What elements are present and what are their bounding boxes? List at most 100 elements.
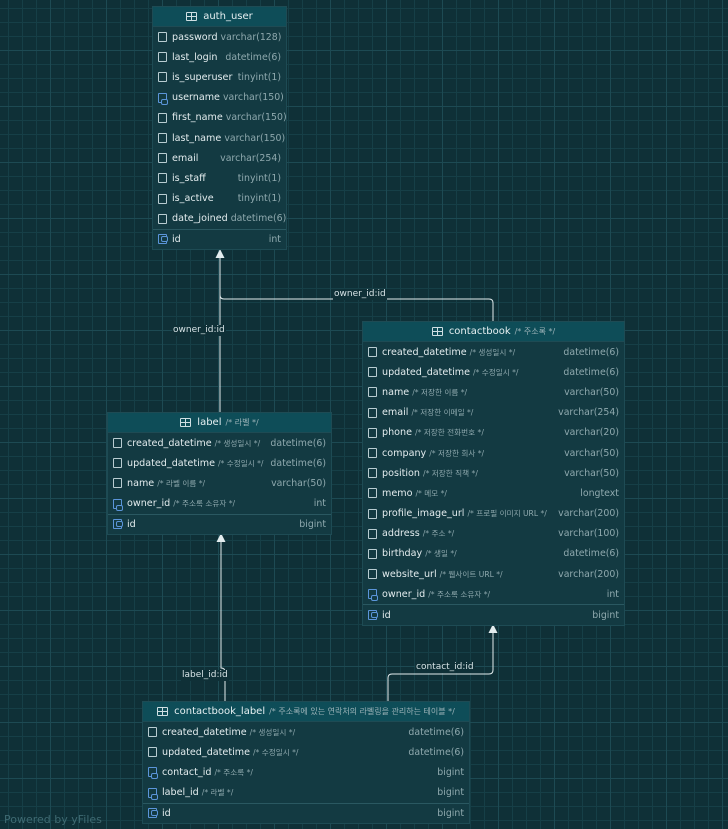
- column-row[interactable]: company/* 저장한 회사 */varchar(50): [363, 443, 624, 463]
- column-comment: /* 수정일시 */: [473, 367, 519, 377]
- column-name: label_id: [162, 787, 199, 799]
- column-name: date_joined: [172, 213, 228, 225]
- column-name: birthday: [382, 548, 423, 560]
- column-row[interactable]: updated_datetime/* 수정일시 */datetime(6): [363, 362, 624, 382]
- column-row[interactable]: created_datetime/* 생성일시 */datetime(6): [363, 342, 624, 362]
- table-name: auth_user: [203, 11, 253, 22]
- column-type: varchar(150): [222, 92, 284, 104]
- column-name: id: [172, 233, 181, 245]
- column-icon: [158, 133, 167, 144]
- column-row[interactable]: updated_datetime/* 수정일시 */datetime(6): [143, 742, 469, 762]
- column-type: datetime(6): [563, 548, 619, 560]
- table-icon: [431, 327, 443, 336]
- arrowhead: [216, 533, 226, 542]
- column-type: bigint: [299, 518, 326, 530]
- column-type: int: [268, 233, 281, 245]
- column-row[interactable]: profile_image_url/* 프로필 이미지 URL */varcha…: [363, 504, 624, 524]
- column-row[interactable]: position/* 저장한 직책 */varchar(50): [363, 463, 624, 483]
- column-comment: /* 생성일시 */: [469, 347, 516, 357]
- column-icon: [158, 173, 167, 184]
- column-row[interactable]: created_datetime/* 생성일시 */datetime(6): [108, 433, 331, 453]
- table-icon: [186, 12, 198, 21]
- column-row[interactable]: phone/* 저장한 전화번호 */varchar(20): [363, 423, 624, 443]
- column-row[interactable]: email/* 저장한 이메일 */varchar(254): [363, 403, 624, 423]
- column-row[interactable]: owner_id/* 주소록 소유자 */int: [108, 494, 331, 514]
- table-contactbook-label[interactable]: contactbook_label/* 주소록에 있는 연락처의 라벨링을 관리…: [142, 701, 470, 824]
- column-comment: /* 저장한 전화번호 */: [415, 428, 484, 438]
- column-type: datetime(6): [230, 213, 287, 225]
- foreign-key-icon: [368, 589, 378, 602]
- table-header[interactable]: contactbook_label/* 주소록에 있는 연락처의 라벨링을 관리…: [143, 702, 469, 722]
- column-type: longtext: [580, 487, 619, 499]
- column-icon: [158, 112, 167, 123]
- column-type: varchar(50): [271, 477, 326, 489]
- column-type: datetime(6): [225, 51, 281, 63]
- column-row[interactable]: label_id/* 라벨 */bigint: [143, 783, 469, 803]
- column-row[interactable]: memo/* 메모 */longtext: [363, 483, 624, 503]
- column-row[interactable]: contact_id/* 주소록 */bigint: [143, 762, 469, 782]
- column-type: bigint: [437, 766, 464, 778]
- column-name: website_url: [382, 568, 437, 580]
- column-name: updated_datetime: [127, 457, 215, 469]
- column-type: bigint: [437, 807, 464, 819]
- column-row[interactable]: name/* 라벨 이름 */varchar(50): [108, 473, 331, 493]
- column-icon: [368, 468, 377, 479]
- column-icon: [368, 448, 377, 459]
- column-name: name: [382, 386, 410, 398]
- table-comment: /* 주소록 */: [514, 327, 556, 336]
- column-name: phone: [382, 427, 413, 439]
- column-comment: /* 저장한 직책 */: [423, 468, 478, 478]
- column-icon: [368, 528, 377, 539]
- column-name: created_datetime: [382, 346, 467, 358]
- column-name: is_staff: [172, 172, 206, 184]
- table-header[interactable]: label/* 라벨 */: [108, 413, 331, 433]
- edge-label-cl-contact: contact_id:id: [415, 662, 475, 673]
- column-name: id: [382, 609, 391, 621]
- column-row[interactable]: website_url/* 웹사이트 URL */varchar(200): [363, 564, 624, 584]
- table-label[interactable]: label/* 라벨 */created_datetime/* 생성일시 */d…: [107, 412, 332, 535]
- column-row[interactable]: updated_datetime/* 수정일시 */datetime(6): [108, 453, 331, 473]
- primary-key-icon: [368, 610, 378, 621]
- column-icon: [113, 458, 122, 469]
- column-name: created_datetime: [162, 726, 247, 738]
- column-row[interactable]: address/* 주소 */varchar(100): [363, 524, 624, 544]
- column-type: varchar(254): [558, 407, 619, 419]
- foreign-key-icon: [113, 498, 123, 511]
- column-icon: [368, 367, 377, 378]
- column-name: id: [162, 807, 171, 819]
- column-type: int: [606, 588, 619, 600]
- column-icon: [113, 478, 122, 489]
- column-name: is_active: [172, 193, 214, 205]
- column-icon: [148, 747, 157, 758]
- column-row[interactable]: birthday/* 생일 */datetime(6): [363, 544, 624, 564]
- column-row[interactable]: created_datetime/* 생성일시 */datetime(6): [143, 722, 469, 742]
- column-icon: [148, 727, 157, 738]
- column-row[interactable]: owner_id/* 주소록 소유자 */int: [363, 584, 624, 604]
- table-header[interactable]: auth_user: [153, 7, 286, 27]
- table-comment: /* 주소록에 있는 연락처의 라벨링을 관리하는 테이블 */: [269, 707, 455, 716]
- table-contactbook[interactable]: contactbook/* 주소록 */created_datetime/* 생…: [362, 321, 625, 626]
- column-type: datetime(6): [408, 726, 464, 738]
- column-name: owner_id: [127, 498, 171, 510]
- column-type: varchar(128): [220, 31, 282, 43]
- primary-key-row[interactable]: id int: [153, 228, 286, 249]
- table-header[interactable]: contactbook/* 주소록 */: [363, 322, 624, 342]
- primary-key-icon: [113, 519, 123, 530]
- column-name: address: [382, 528, 420, 540]
- edge-label-label-owner: owner_id:id: [172, 325, 226, 336]
- primary-key-row[interactable]: id bigint: [143, 802, 469, 823]
- column-row[interactable]: name/* 저장한 이름 */varchar(50): [363, 382, 624, 402]
